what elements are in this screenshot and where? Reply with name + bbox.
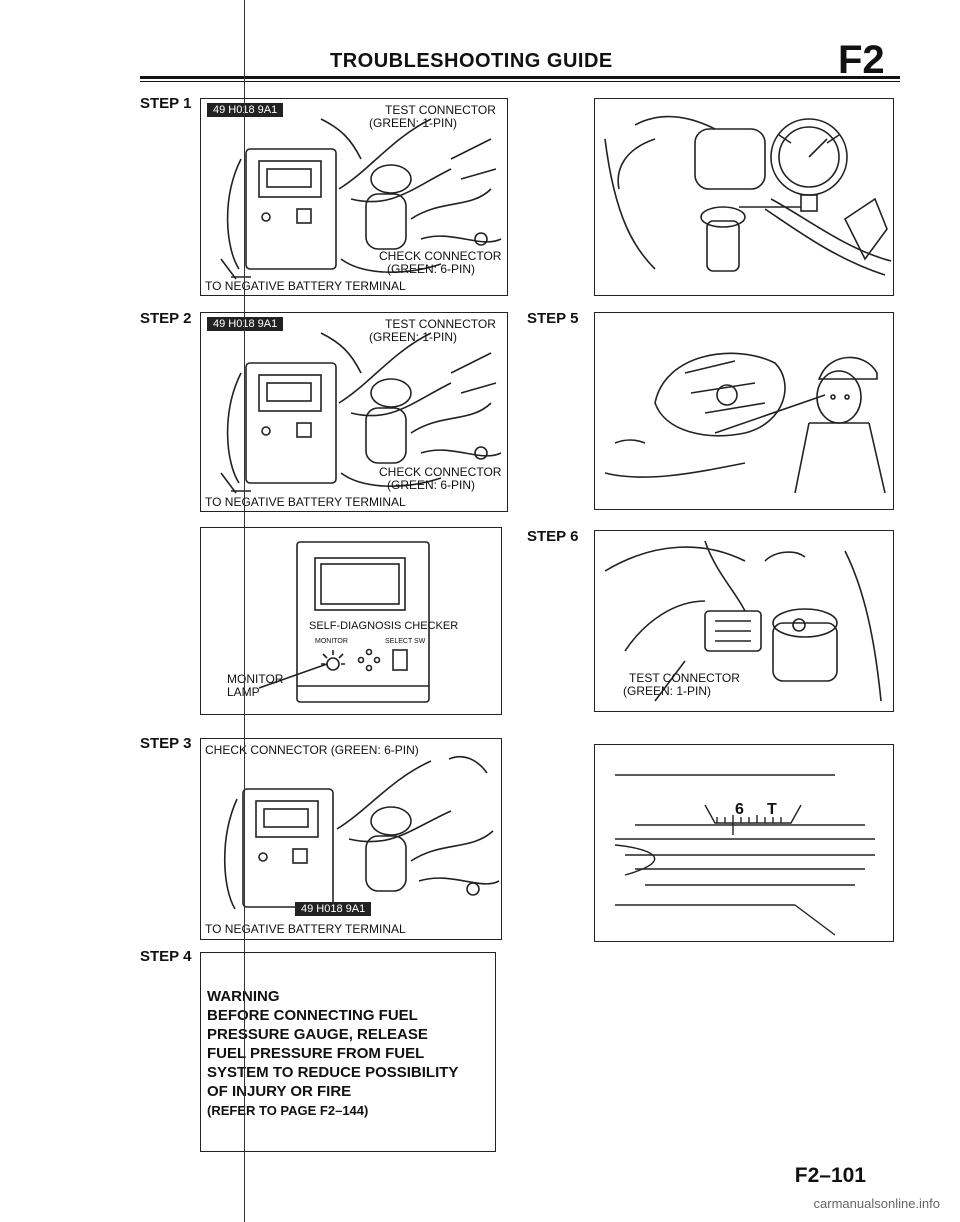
test-connector-color: (GREEN: 1-PIN)	[623, 684, 712, 698]
test-connector-label: TEST CONNECTOR	[385, 317, 496, 331]
check-connector-full-label: CHECK CONNECTOR (GREEN: 6-PIN)	[205, 743, 419, 757]
header-rule-thin	[140, 81, 900, 82]
checker-monitor-small: MONITOR	[315, 638, 348, 645]
step-1-illustration: 49 H018 9A1 TEST CONNECTOR (GREEN: 1-PIN…	[200, 98, 508, 296]
checker-illustration: SELF-DIAGNOSIS CHECKER MONITOR SELECT SW…	[200, 527, 502, 715]
monitor-lamp-label-1: MONITOR	[227, 672, 284, 686]
checker-select-sw: SELECT SW	[385, 638, 426, 645]
warning-line-3: FUEL PRESSURE FROM FUEL	[207, 1045, 425, 1062]
warning-title: WARNING	[207, 987, 280, 1006]
checker-name: SELF-DIAGNOSIS CHECKER	[309, 620, 459, 632]
header-rule	[140, 76, 900, 79]
step-2-illustration: 49 H018 9A1 TEST CONNECTOR (GREEN: 1-PIN…	[200, 312, 508, 512]
warning-line-2: PRESSURE GAUGE, RELEASE	[207, 1026, 428, 1043]
negative-terminal-label: TO NEGATIVE BATTERY TERMINAL	[205, 279, 406, 293]
test-connector-color: (GREEN: 1-PIN)	[369, 116, 458, 130]
page-number: F2–101	[794, 1164, 866, 1187]
step-6-illustration: TEST CONNECTOR (GREEN: 1-PIN)	[594, 530, 894, 712]
warning-line-5: OF INJURY OR FIRE	[207, 1083, 352, 1100]
section-code: F2	[838, 38, 885, 82]
monitor-lamp-label-2: LAMP	[227, 685, 260, 699]
check-connector-label: CHECK CONNECTOR	[379, 249, 502, 263]
check-connector-color: (GREEN: 6-PIN)	[387, 478, 476, 492]
tool-id-tag: 49 H018 9A1	[207, 317, 284, 331]
scan-line	[244, 0, 245, 1222]
warning-line-1: BEFORE CONNECTING FUEL	[207, 1007, 418, 1024]
step-3-illustration: CHECK CONNECTOR (GREEN: 6-PIN) 49 H018 9…	[200, 738, 502, 940]
gauge-letter: T	[767, 801, 777, 818]
step-4-label: STEP 4	[140, 948, 192, 965]
tool-id-tag: 49 H018 9A1	[207, 103, 284, 117]
test-connector-label: TEST CONNECTOR	[629, 671, 740, 685]
step-6-label: STEP 6	[527, 528, 579, 545]
step-5-label: STEP 5	[527, 310, 579, 327]
step-3-label: STEP 3	[140, 735, 192, 752]
negative-terminal-label: TO NEGATIVE BATTERY TERMINAL	[205, 922, 406, 936]
negative-terminal-label: TO NEGATIVE BATTERY TERMINAL	[205, 495, 406, 509]
watermark: carmanualsonline.info	[813, 1196, 940, 1211]
warning-line-4: SYSTEM TO REDUCE POSSIBILITY	[207, 1064, 459, 1081]
step-2-label: STEP 2	[140, 310, 192, 327]
tool-id-tag: 49 H018 9A1	[295, 902, 372, 916]
step-1-label: STEP 1	[140, 95, 192, 112]
warning-line-6: (REFER TO PAGE F2–144)	[207, 1103, 369, 1118]
test-connector-color: (GREEN: 1-PIN)	[369, 330, 458, 344]
page-title: TROUBLESHOOTING GUIDE	[330, 50, 613, 72]
fuel-gauge-illustration	[594, 98, 894, 296]
warning-box: WARNING BEFORE CONNECTING FUEL PRESSURE …	[200, 952, 496, 1152]
gauge-scale-illustration: 6 T	[594, 744, 894, 942]
test-connector-label: TEST CONNECTOR	[385, 103, 496, 117]
check-connector-label: CHECK CONNECTOR	[379, 465, 502, 479]
step-5-illustration	[594, 312, 894, 510]
gauge-number: 6	[735, 801, 744, 818]
check-connector-color: (GREEN: 6-PIN)	[387, 262, 476, 276]
